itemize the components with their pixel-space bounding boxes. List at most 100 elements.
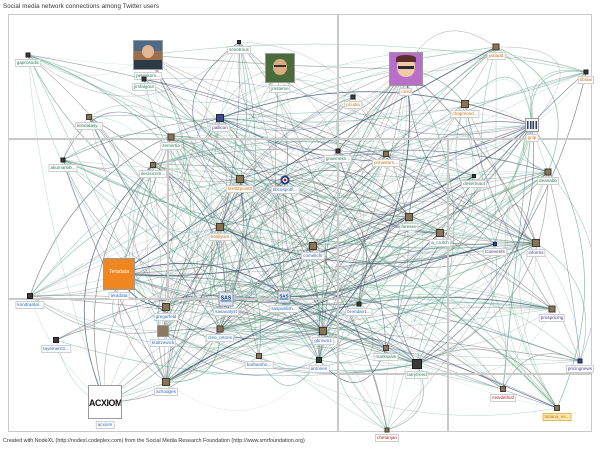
graph-edge (62, 159, 227, 300)
graph-edge (27, 54, 537, 244)
graph-edge (62, 116, 90, 161)
graph-node-scootrous[interactable] (237, 40, 241, 44)
graph-edge (29, 171, 549, 297)
graph-edge (219, 117, 388, 431)
graph-edge (531, 70, 587, 126)
graph-node-gnip[interactable] (525, 118, 539, 132)
graph-node-pallicon[interactable] (216, 114, 224, 122)
graph-node-chapmood[interactable] (461, 100, 469, 108)
graph-node-jvaladd[interactable] (492, 43, 500, 51)
graph-edge (29, 178, 241, 297)
graph-edge (416, 71, 587, 365)
graph-edge (494, 46, 497, 245)
graph-node-sasanalyst[interactable]: SAS (218, 291, 234, 307)
graph-edge (88, 116, 167, 308)
graph-edge (530, 70, 587, 126)
graph-edge (416, 363, 558, 409)
graph-edge (152, 164, 164, 332)
graph-node-larryfreed[interactable] (412, 359, 422, 369)
graph-node-brendan1[interactable] (356, 301, 362, 307)
graph-node-kondraatal[interactable] (27, 293, 33, 299)
graph-node-pcudia[interactable] (350, 94, 356, 100)
graph-edge (118, 273, 581, 362)
graph-node-label: brett2point0 (225, 184, 255, 193)
graph-node-brett2point0[interactable] (236, 175, 244, 183)
graph-node-desertnaut[interactable] (472, 174, 476, 178)
graph-node-barbantho[interactable] (256, 353, 262, 359)
graph-edge (283, 68, 407, 298)
graph-edge (219, 117, 387, 349)
graph-node-label: sasanalyst (213, 308, 239, 316)
graph-node-label: jimfalgout (132, 83, 156, 91)
graph-node-gaprosodic[interactable] (25, 52, 31, 58)
graph-node-gbrown1[interactable] (319, 327, 327, 335)
graph-edge (464, 103, 553, 310)
graph-node-prospricing[interactable] (548, 305, 556, 313)
graph-node-peteskom[interactable] (133, 40, 163, 70)
graph-edge (219, 68, 407, 330)
graph-edge (271, 179, 324, 332)
graph-node-pimastors[interactable] (383, 151, 389, 157)
graph-edge (62, 159, 227, 300)
graph-node-antonen[interactable] (316, 357, 322, 363)
graph-node-label: tayemerri3... (41, 344, 71, 353)
graph-node-cleo_ortons[interactable] (216, 325, 224, 333)
graph-node-tayemerri3[interactable] (53, 337, 59, 343)
graph-edge (219, 171, 549, 246)
graph-node-jimfalgout[interactable] (141, 76, 147, 82)
graph-node-teradata[interactable]: Teradata (103, 258, 135, 290)
graph-node-newdelhiaf[interactable] (500, 386, 506, 392)
graph-edge (519, 171, 558, 409)
graph-node-bosilytics[interactable] (216, 223, 224, 231)
graph-edge (219, 209, 496, 245)
graph-node-label: brendan1... (345, 308, 373, 316)
graph-node-foresee[interactable] (405, 213, 413, 221)
graph-node-tibcospotfi[interactable] (280, 175, 290, 185)
graph-node-label: zemertia (160, 142, 182, 150)
graph-node-kraitzewick[interactable] (157, 325, 169, 337)
graph-node-gregarfeld[interactable] (162, 303, 170, 311)
graph-edge (104, 318, 324, 403)
graph-edge (219, 117, 537, 244)
graph-node-comelichr[interactable] (309, 242, 317, 250)
graph-node-achodges[interactable] (162, 378, 170, 386)
graph-edge (162, 296, 227, 332)
graph-edge (495, 46, 559, 173)
graph-edge (337, 150, 441, 234)
graph-node-ctcid[interactable] (389, 52, 423, 86)
graph-node-informs[interactable] (532, 239, 540, 247)
graph-edge (219, 226, 496, 263)
graph-edge (455, 103, 537, 244)
graph-edge (284, 179, 387, 349)
graph-node-a_crutch[interactable] (436, 229, 444, 237)
graph-node-marksalve[interactable] (383, 345, 389, 351)
graph-node-decisicom[interactable] (150, 162, 156, 168)
graph-node-tcoevents[interactable] (493, 242, 497, 246)
graph-node-tibolai[interactable] (583, 69, 589, 75)
graph-edge (170, 112, 549, 173)
graph-node-tatiana_es[interactable] (554, 405, 560, 411)
graph-edge (238, 41, 360, 305)
graph-edge (239, 110, 533, 180)
graph-edge (239, 178, 320, 361)
graph-node-jmsteme[interactable] (265, 53, 295, 83)
graph-edge (318, 338, 418, 365)
graph-node-zemertia[interactable] (167, 133, 175, 141)
graph-edge (118, 68, 407, 275)
graph-node-deanabb[interactable] (544, 168, 552, 176)
graph-node-graemekn[interactable] (335, 148, 341, 154)
graph-edge (279, 67, 320, 361)
graph-edge (165, 136, 199, 383)
graph-edge (162, 328, 221, 372)
graph-node-liondatasy[interactable] (86, 114, 92, 120)
graph-edge (27, 54, 221, 228)
graph-edge (104, 226, 221, 403)
graph-node-acxiom[interactable]: ACXIOM (88, 385, 122, 419)
graph-node-chetanjan[interactable] (384, 427, 390, 433)
graph-node-akumarsib[interactable] (60, 157, 66, 163)
graph-node-label: jmsteme (269, 84, 291, 93)
graph-node-pricingnews[interactable] (577, 358, 583, 364)
graph-edge (62, 117, 221, 161)
graph-node-saspublish[interactable]: SAS (277, 290, 291, 304)
